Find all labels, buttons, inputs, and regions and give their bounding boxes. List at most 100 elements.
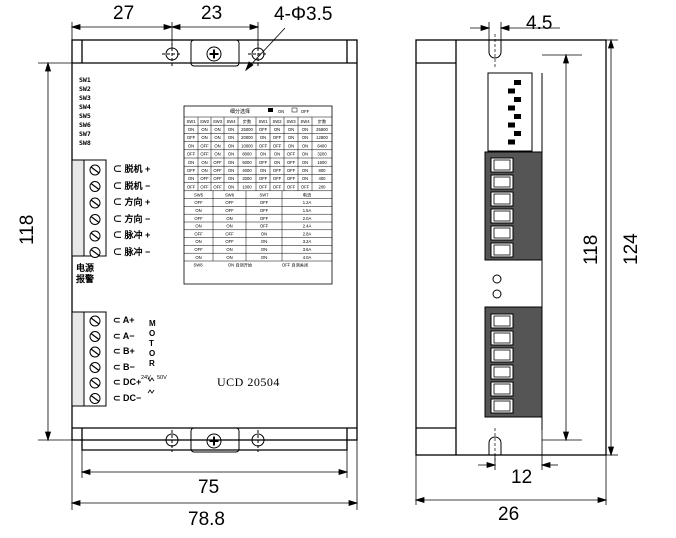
dc-bracket xyxy=(147,377,155,394)
table-cell: ON xyxy=(302,168,308,173)
top-mount xyxy=(162,39,268,67)
table-cell: OFF xyxy=(259,127,268,132)
table-header-cell: 步数 xyxy=(243,118,252,125)
switch-label: SW2 xyxy=(79,85,91,93)
connector-cell-inner xyxy=(493,383,511,395)
side-slots xyxy=(488,34,502,462)
terminal-label: ⊂ DC+ xyxy=(113,377,142,387)
table-cell: ON xyxy=(302,135,308,140)
table-cell: OFF xyxy=(187,152,196,157)
current-cell: 3.6A xyxy=(303,247,312,252)
dim-side-width: 26 xyxy=(498,504,520,525)
current-cell: OFF xyxy=(225,231,234,236)
upper-terminal-screws xyxy=(89,164,101,258)
upper-terminal-block xyxy=(71,159,107,257)
current-header-cell: SW7 xyxy=(259,193,269,198)
side-leds xyxy=(492,274,502,299)
model-number: UCD 20504 xyxy=(217,375,280,389)
terminal-screw-slot xyxy=(90,199,100,207)
lower-terminal-screws xyxy=(89,315,101,404)
side-dip-switch xyxy=(487,72,533,152)
table-cell: ON xyxy=(188,143,194,148)
current-cell: ON xyxy=(261,255,267,260)
connector-cell-inner xyxy=(493,400,511,412)
alarm-label-line2: 报警 xyxy=(76,274,95,284)
legend-off-icon xyxy=(291,107,298,113)
lower-terminal-block xyxy=(71,311,107,407)
table-cell: 800 xyxy=(319,168,327,173)
table-cell: ON xyxy=(302,160,308,165)
dim-side-inner-height: 118 xyxy=(581,234,602,265)
table-cell: OFF xyxy=(301,184,310,189)
table-header-cell: SW2 xyxy=(272,119,282,124)
switch-label: SW1 xyxy=(79,76,91,84)
terminal-screw-slot xyxy=(90,166,100,174)
table-cell: OFF xyxy=(287,176,296,181)
terminal-screw-slot xyxy=(90,379,100,387)
current-cell: OFF xyxy=(225,208,234,213)
table-cell: 4000 xyxy=(242,168,252,173)
current-cell: OFF xyxy=(194,247,203,252)
table-cell: ON xyxy=(228,127,234,132)
table-cell: ON xyxy=(188,127,194,132)
table-cell: OFF xyxy=(273,184,282,189)
switch-table-grid xyxy=(184,116,332,262)
table-cell: 12800 xyxy=(316,135,328,140)
table-cell: ON xyxy=(228,184,234,189)
table-cell: 8000 xyxy=(242,152,252,157)
table-header-cell: SW3 xyxy=(213,119,223,124)
dip-lever xyxy=(514,131,521,136)
dip-lever xyxy=(514,97,521,102)
current-cell: ON xyxy=(195,208,201,213)
dim-holes: 4-Φ3.5 xyxy=(274,4,333,25)
table-footer-cell: SW8 xyxy=(193,263,203,268)
motor-letter: R xyxy=(149,359,155,368)
connector-cell-inner xyxy=(493,176,511,188)
table-cell: 5000 xyxy=(242,160,252,165)
table-cell: ON xyxy=(228,176,234,181)
dip-switch-levers xyxy=(508,80,521,145)
table-cell: OFF xyxy=(259,184,268,189)
table-cell: ON xyxy=(228,152,234,157)
table-cell: ON xyxy=(188,176,194,181)
terminal-label: ⊂ A− xyxy=(113,330,135,341)
current-cell: OFF xyxy=(194,231,203,236)
table-cell: OFF xyxy=(287,168,296,173)
table-cell: ON xyxy=(214,127,220,132)
current-cell: ON xyxy=(226,224,232,229)
current-cell: 3.2A xyxy=(303,239,312,244)
side-right-dims xyxy=(542,38,618,457)
terminal-screw-slot xyxy=(90,364,100,371)
table-cell: OFF xyxy=(273,143,282,148)
current-cell: ON xyxy=(195,239,201,244)
table-cell: 400 xyxy=(319,176,327,181)
current-cell: OFF xyxy=(260,224,269,229)
table-cell: ON xyxy=(288,135,294,140)
current-header-cell: SW6 xyxy=(225,193,235,198)
top-screw-icon xyxy=(209,49,219,59)
terminal-label: ⊂ 脱机 + xyxy=(113,164,151,174)
table-cell: OFF xyxy=(259,176,268,181)
table-cell: ON xyxy=(260,152,266,157)
hole-leader xyxy=(245,27,286,72)
table-cell: ON xyxy=(214,152,220,157)
table-header-cell: SW1 xyxy=(258,119,268,124)
table-header-cell: SW4 xyxy=(300,119,310,124)
table-cell: ON xyxy=(228,143,234,148)
dip-lever xyxy=(514,80,521,85)
current-cell: 2.0A xyxy=(303,216,312,221)
legend-on-icon xyxy=(268,108,273,112)
table-cell: 10000 xyxy=(241,143,253,148)
table-cell: OFF xyxy=(213,176,222,181)
connector-cell-inner xyxy=(493,210,511,222)
table-cell: OFF xyxy=(200,143,209,148)
dip-lever xyxy=(508,88,515,94)
dip-lever xyxy=(508,139,515,145)
table-cell: OFF xyxy=(213,160,222,165)
table-cell: OFF xyxy=(259,143,268,148)
side-bottom-dims xyxy=(414,430,608,505)
table-cell: ON xyxy=(201,160,207,165)
